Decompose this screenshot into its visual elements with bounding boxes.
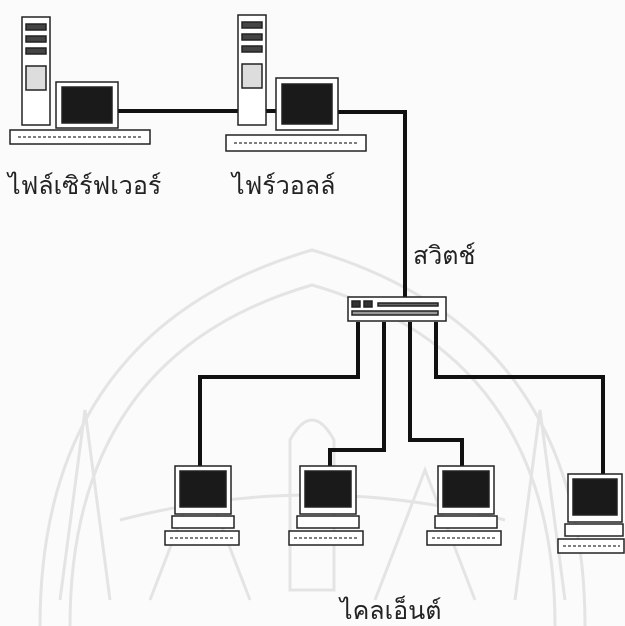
switch-label: สวิตช์: [413, 243, 476, 268]
client-computer-4: [558, 474, 624, 553]
watermark-emblem: [40, 250, 585, 626]
client-computer-1: [165, 466, 239, 545]
client-computer-3: [427, 466, 501, 545]
file-server-computer: [10, 17, 150, 144]
network-cables: [115, 111, 603, 477]
clients-label: ไคลเอ็นต์: [340, 598, 442, 623]
network-switch: [348, 297, 446, 321]
firewall-label: ไฟร์วอลล์: [232, 173, 335, 198]
client-computer-2: [289, 466, 363, 545]
file-server-label: ไฟล์เซิร์ฟเวอร์: [8, 173, 161, 198]
firewall-computer: [226, 15, 366, 151]
